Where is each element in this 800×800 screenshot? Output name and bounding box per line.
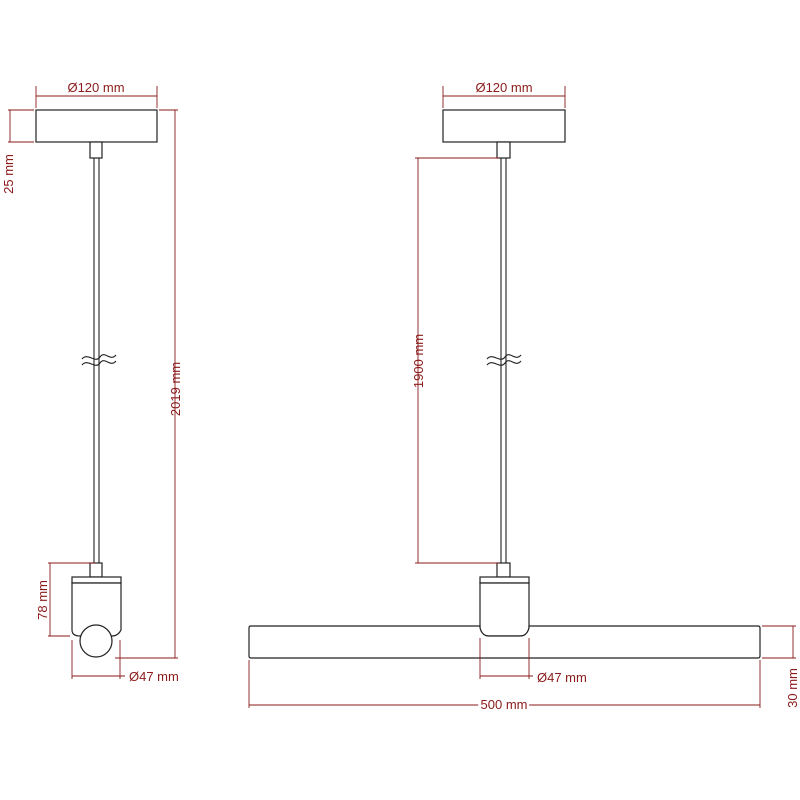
front-canopy-diameter-label: Ø120 mm xyxy=(475,80,532,95)
front-tube-height-label: 30 mm xyxy=(785,668,800,708)
front-view xyxy=(248,109,761,659)
front-tube-bulb xyxy=(248,625,761,659)
side-canopy-height-label: 25 mm xyxy=(1,154,16,194)
front-canopy xyxy=(442,109,566,143)
front-lower-cord-grip xyxy=(496,562,511,578)
front-bulb-diameter-label: Ø47 mm xyxy=(537,670,587,685)
side-cord-grip xyxy=(89,141,103,159)
side-view-dimensions: Ø120 mm 25 mm 2019 mm 78 mm Ø47 mm xyxy=(1,80,183,684)
side-view xyxy=(35,109,158,658)
front-view-dimensions: Ø120 mm 1900 mm Ø47 mm 500 mm 30 mm xyxy=(248,80,800,715)
side-canopy-diameter-label: Ø120 mm xyxy=(67,80,124,95)
side-lampholder-height-label: 78 mm xyxy=(35,580,50,620)
side-cable-break-mark xyxy=(81,354,117,366)
side-lampholder-body xyxy=(71,582,122,637)
front-cable-break-mark xyxy=(486,354,522,366)
side-canopy xyxy=(35,109,158,143)
side-lampholder-cap xyxy=(71,576,122,584)
side-bulb xyxy=(79,624,113,658)
front-cord-grip xyxy=(496,141,511,159)
side-lower-cord-grip xyxy=(89,562,103,578)
front-cable-length-label: 1900 mm xyxy=(411,334,426,388)
front-lampholder-cap xyxy=(479,576,530,584)
side-total-length-label: 2019 mm xyxy=(168,362,183,416)
front-tube-length-label: 500 mm xyxy=(481,697,528,712)
front-lampholder-body xyxy=(479,582,530,637)
side-bulb-diameter-label: Ø47 mm xyxy=(129,669,179,684)
